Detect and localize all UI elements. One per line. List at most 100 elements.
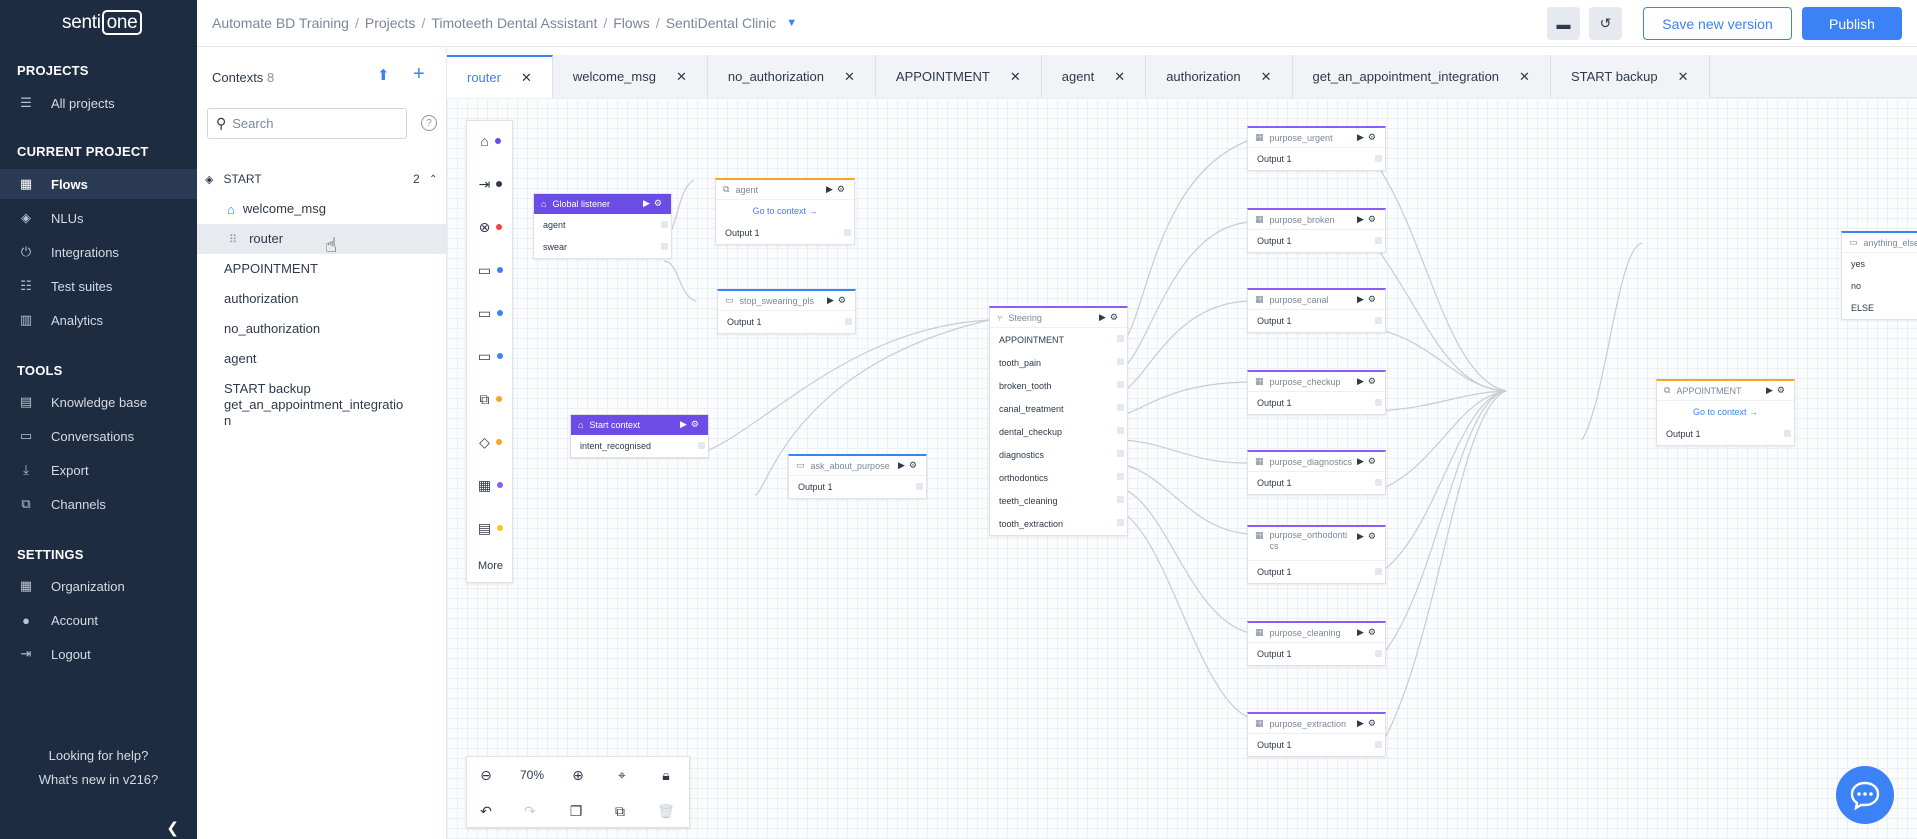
nav-export[interactable]: ⤓Export [0, 455, 197, 485]
tab-get-an-appointment-integration[interactable]: get_an_appointment_integration✕ [1292, 55, 1551, 98]
nav-all-projects[interactable]: ☰All projects [0, 88, 197, 118]
node-output[interactable]: Output 1 [1248, 734, 1385, 756]
node-output[interactable]: Output 1 [1248, 561, 1385, 583]
node-purpose-extraction[interactable]: ▦purpose_extraction▶⚙ Output 1 [1247, 712, 1386, 757]
tool-goto[interactable]: ⇥ [467, 164, 514, 204]
node-output[interactable]: Output 1 [1248, 148, 1385, 170]
history-button[interactable]: ↺ [1589, 7, 1622, 40]
tool-integration[interactable]: ⧉ [467, 379, 514, 419]
node-output[interactable]: Output 1 [1657, 423, 1794, 445]
node-purpose-canal[interactable]: ▦purpose_canal▶⚙ Output 1 [1247, 288, 1386, 333]
node-controls[interactable]: ▶⚙ [1357, 531, 1380, 541]
node-controls[interactable]: ▶⚙ [1357, 718, 1380, 728]
tab-no-authorization[interactable]: no_authorization✕ [707, 55, 876, 98]
node-output[interactable]: Output 1 [1248, 310, 1385, 332]
chevron-down-icon[interactable]: ▼ [786, 17, 798, 29]
drag-handle-icon[interactable]: ⠿ [229, 233, 238, 246]
node-controls[interactable]: ▶⚙ [827, 295, 850, 305]
context-item[interactable]: get_an_appointment_integratio n [224, 397, 404, 428]
nav-conversations[interactable]: ▭Conversations [0, 421, 197, 451]
toolbox-more-button[interactable]: More [477, 560, 504, 572]
nav-test-suites[interactable]: ☷Test suites [0, 271, 197, 301]
node-output[interactable]: dental_checkup [990, 420, 1127, 443]
close-icon[interactable]: ✕ [844, 68, 855, 84]
flow-canvas[interactable]: ⌂ ⇥ ⊗ ▭ ▭ ▭ ⧉ ◇ ▦ ▤ More ⌂Global listene… [447, 98, 1917, 839]
node-output[interactable]: ELSE [1842, 297, 1917, 319]
trash-icon[interactable]: 🗑︎ [657, 802, 675, 819]
node-output[interactable]: Output 1 [718, 311, 855, 333]
node-output[interactable]: swear [534, 236, 671, 258]
copy-icon[interactable]: ❐ [569, 802, 583, 819]
tool-nlu[interactable]: ▦ [467, 465, 514, 505]
publish-button[interactable]: Publish [1802, 7, 1902, 40]
upload-icon[interactable]: ⬆ [377, 67, 390, 84]
node-output[interactable]: tooth_extraction [990, 512, 1127, 535]
context-item[interactable]: agent [224, 351, 257, 366]
nav-account[interactable]: ●Account [0, 605, 197, 635]
whats-new-link[interactable]: What's new in v216? [38, 772, 159, 787]
chat-preview-button[interactable]: ▬ [1547, 7, 1580, 40]
node-controls[interactable]: ▶⚙ [1357, 132, 1380, 142]
node-output[interactable]: intent_recognised [571, 435, 708, 457]
breadcrumb-item[interactable]: SentiDental Clinic [665, 15, 777, 31]
save-new-version-button[interactable]: Save new version [1643, 7, 1792, 40]
close-icon[interactable]: ✕ [520, 69, 532, 85]
close-icon[interactable]: ✕ [1519, 68, 1530, 84]
node-controls[interactable]: ▶⚙ [1357, 376, 1380, 386]
tool-document[interactable]: ▤ [467, 508, 514, 548]
node-output[interactable]: tooth_pain [990, 351, 1127, 374]
context-item[interactable]: authorization [224, 291, 299, 306]
node-global-listener[interactable]: ⌂Global listener▶⚙ agent swear [533, 193, 672, 259]
node-controls[interactable]: ▶⚙ [898, 460, 921, 470]
lock-icon[interactable]: 🔒︎ [662, 766, 670, 783]
context-search-input[interactable] [232, 116, 393, 131]
nav-channels[interactable]: ⧉Channels [0, 489, 197, 519]
node-output[interactable]: broken_tooth [990, 374, 1127, 397]
help-link[interactable]: Looking for help? [48, 748, 149, 763]
close-icon[interactable]: ✕ [675, 68, 687, 84]
breadcrumb-item[interactable]: Flows [613, 15, 650, 31]
context-item-router[interactable]: ⠿ router [197, 224, 446, 254]
breadcrumb-item[interactable]: Automate BD Training [212, 15, 349, 31]
node-appointment[interactable]: ⧉APPOINTMENT▶⚙ Go to context → Output 1 [1656, 379, 1795, 446]
node-controls[interactable]: ▶⚙ [1357, 627, 1380, 637]
tab-start-backup[interactable]: START backup✕ [1550, 55, 1710, 98]
collapse-sidebar-icon[interactable]: ❮ [166, 820, 179, 837]
node-controls[interactable]: ▶⚙ [643, 198, 666, 208]
redo-icon[interactable]: ↷ [524, 802, 536, 819]
node-controls[interactable]: ▶⚙ [1357, 294, 1380, 304]
context-item[interactable]: no_authorization [224, 321, 321, 336]
node-output[interactable]: teeth_cleaning [990, 489, 1127, 512]
zoom-in-icon[interactable]: ⊕ [572, 766, 584, 783]
tool-decision[interactable]: ◇ [467, 422, 514, 462]
context-group-start[interactable]: ◈ START 2 ⌃ [205, 172, 438, 186]
tab-appointment[interactable]: APPOINTMENT✕ [875, 55, 1042, 98]
node-output[interactable]: no [1842, 275, 1917, 297]
node-controls[interactable]: ▶⚙ [1099, 312, 1122, 322]
close-icon[interactable]: ✕ [1009, 68, 1021, 84]
node-anything-else[interactable]: ▭anything_else yes no ELSE [1841, 231, 1917, 320]
node-purpose-diagnostics[interactable]: ▦purpose_diagnostics▶⚙ Output 1 [1247, 450, 1386, 495]
tab-router[interactable]: router✕ [447, 55, 553, 98]
tool-end[interactable]: ⊗ [467, 207, 514, 247]
context-item-welcome-msg[interactable]: ⌂ welcome_msg [227, 201, 326, 217]
tool-message[interactable]: ▭ [467, 250, 514, 290]
add-context-icon[interactable]: + [413, 63, 425, 85]
node-purpose-cleaning[interactable]: ▦purpose_cleaning▶⚙ Output 1 [1247, 621, 1386, 666]
undo-icon[interactable]: ↶ [480, 802, 492, 819]
nav-nlus[interactable]: ◈NLUs [0, 203, 197, 233]
node-stop-swearing[interactable]: ▭stop_swearing_pls▶⚙ Output 1 [717, 289, 856, 334]
node-output[interactable]: yes [1842, 253, 1917, 275]
node-output[interactable]: Output 1 [1248, 643, 1385, 665]
context-item[interactable]: APPOINTMENT [224, 261, 318, 276]
tab-welcome-msg[interactable]: welcome_msg✕ [552, 55, 708, 98]
node-steering[interactable]: ⑂Steering▶⚙ APPOINTMENT tooth_pain broke… [989, 306, 1128, 536]
node-output[interactable]: Output 1 [1248, 472, 1385, 494]
node-output[interactable]: agent [534, 214, 671, 236]
paste-icon[interactable]: ⧉ [615, 802, 625, 819]
nav-organization[interactable]: ▦Organization [0, 571, 197, 601]
node-controls[interactable]: ▶⚙ [826, 184, 849, 194]
location-pin-icon[interactable]: ⌖ [618, 766, 626, 783]
context-item[interactable]: START backup [224, 381, 311, 396]
